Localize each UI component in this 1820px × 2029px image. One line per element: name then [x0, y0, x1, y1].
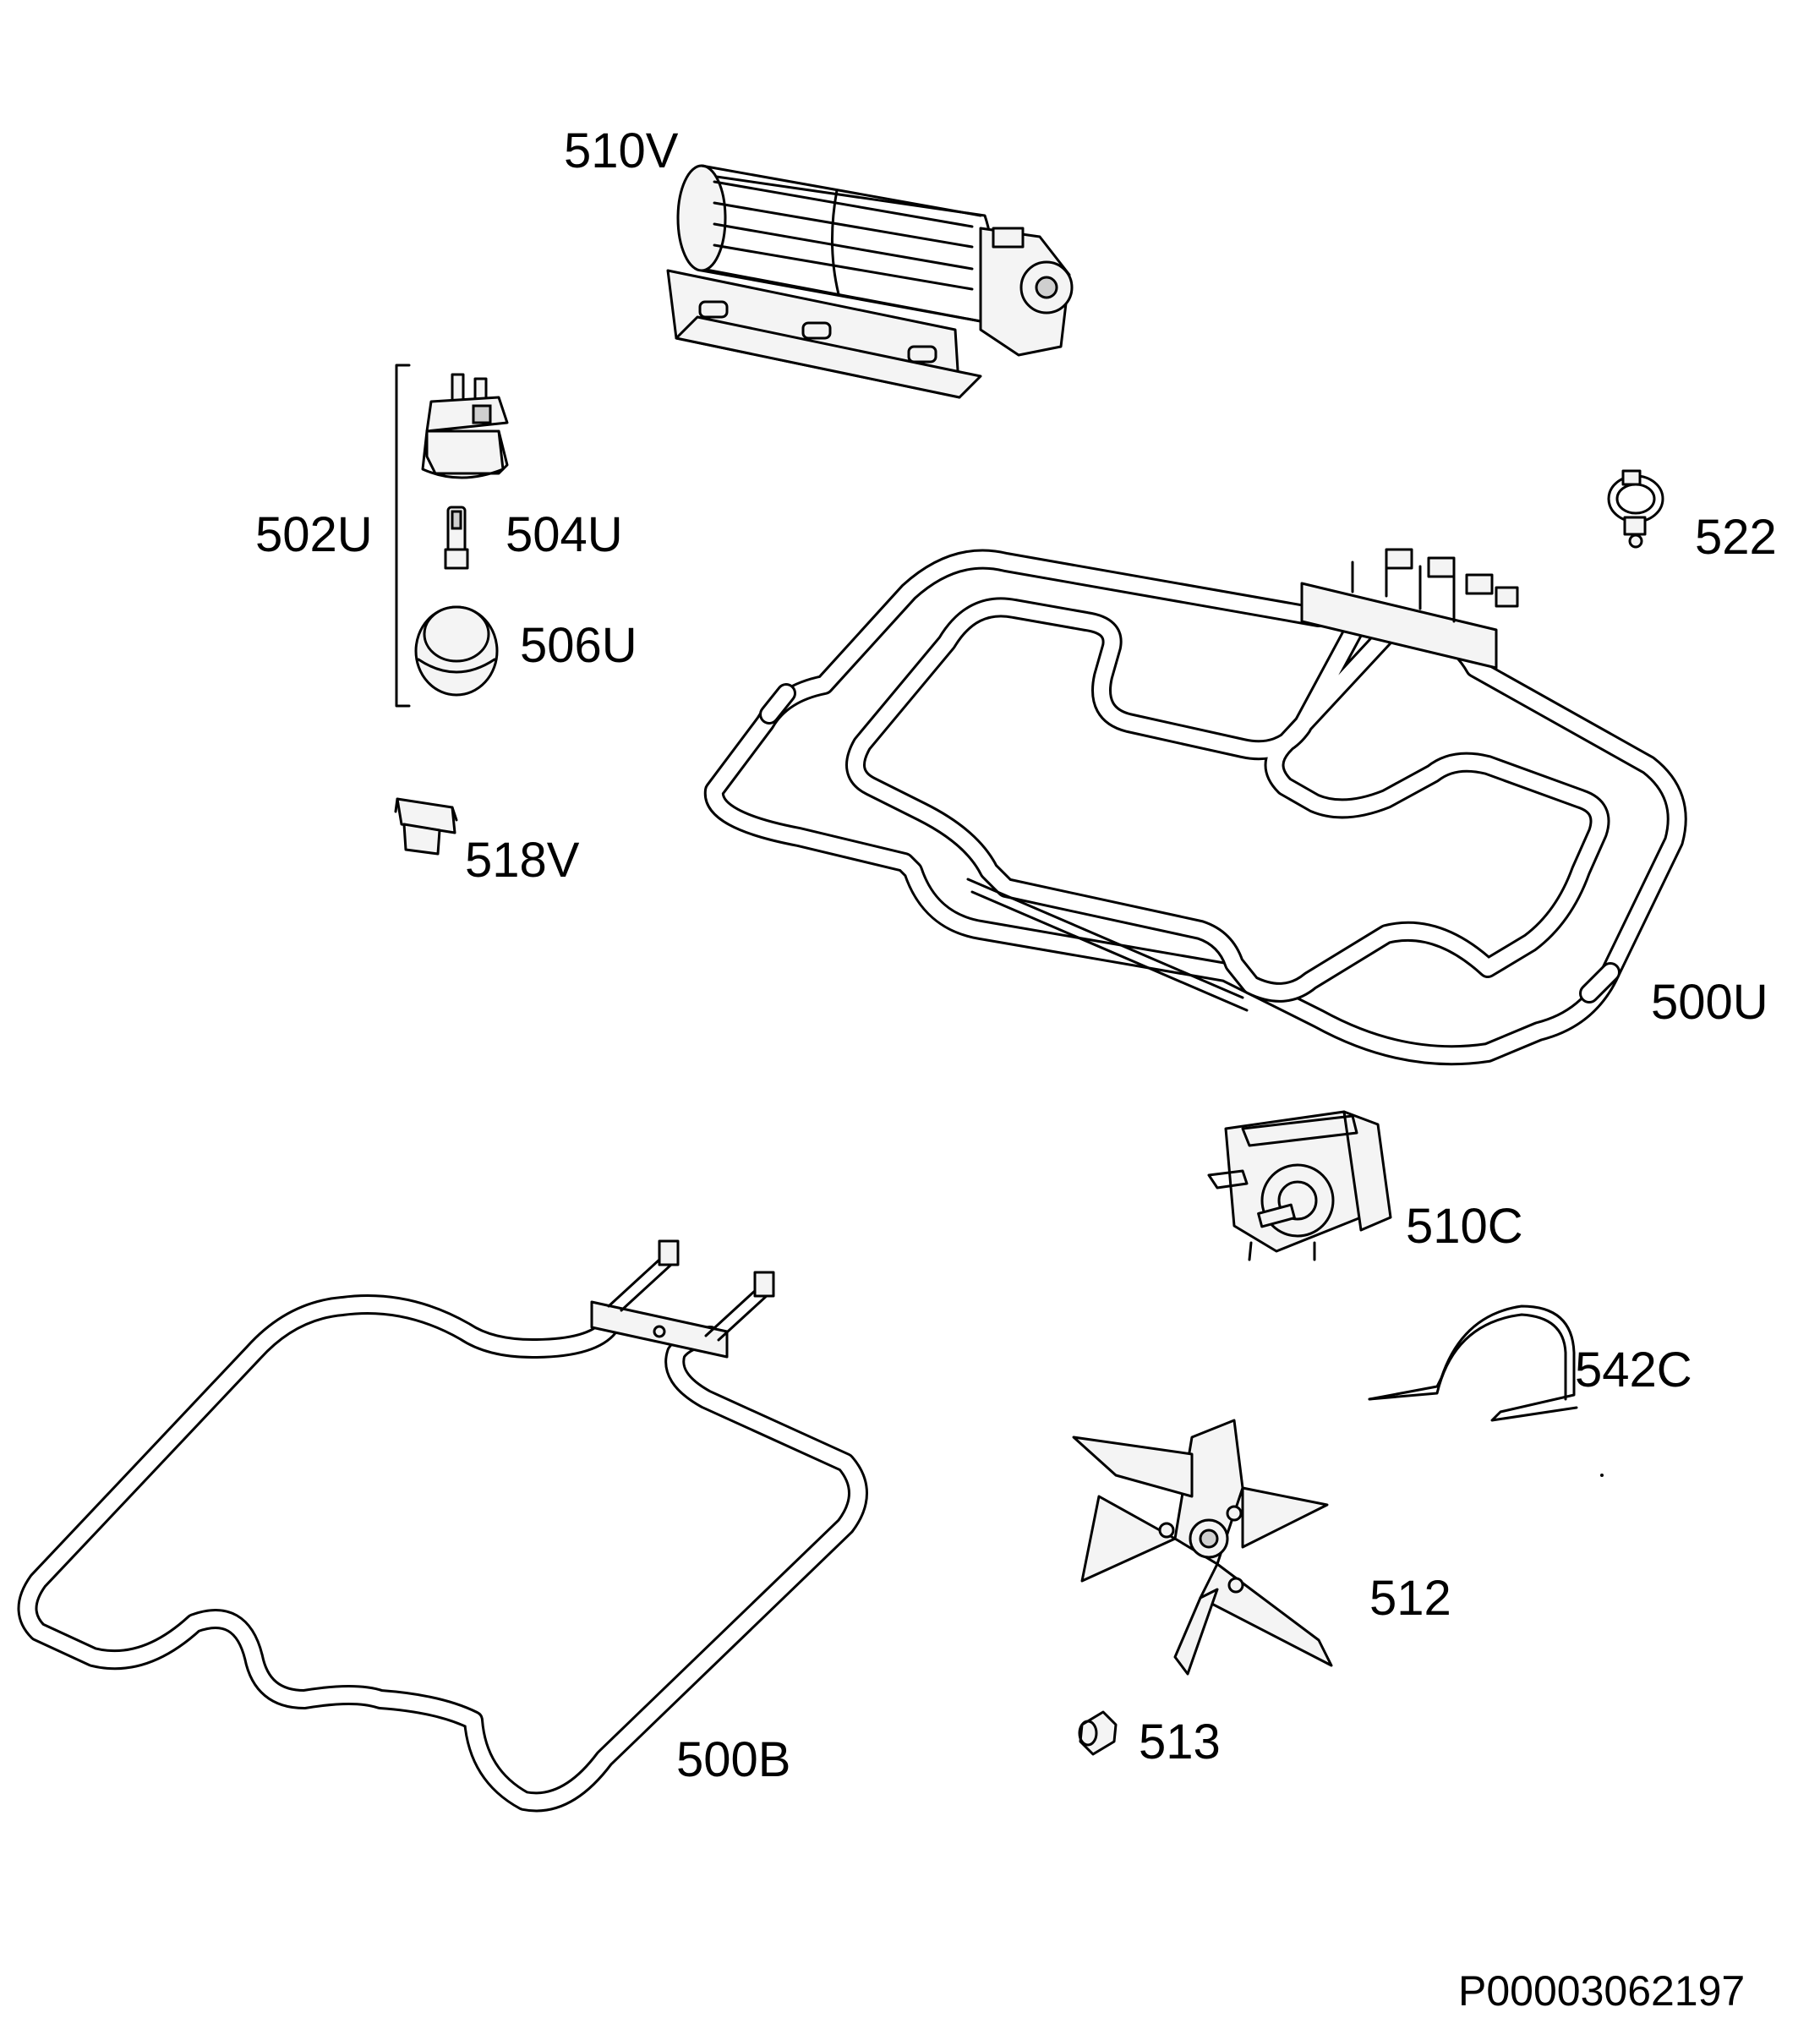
part-label-542c[interactable]: 542C [1575, 1343, 1692, 1397]
part-label-510v[interactable]: 510V [564, 123, 679, 178]
part-label-506u[interactable]: 506U [520, 618, 637, 673]
assembly-bracket [395, 364, 411, 708]
fan-motor-drawing[interactable] [1207, 1110, 1392, 1261]
tangential-fan-drawing[interactable] [666, 164, 1074, 399]
spring-clip-drawing[interactable] [1368, 1304, 1578, 1422]
clip-drawing[interactable] [394, 797, 458, 856]
part-label-513[interactable]: 513 [1139, 1715, 1221, 1769]
stray-dot [1600, 1474, 1604, 1477]
clamp-ring-drawing[interactable] [1607, 469, 1664, 549]
fan-blade-drawing[interactable] [1072, 1419, 1333, 1676]
part-label-500u[interactable]: 500U [1651, 975, 1768, 1030]
part-label-504u[interactable]: 504U [506, 507, 623, 562]
document-id: P00003062197 [1458, 1967, 1745, 2015]
upper-heating-element-drawing[interactable] [703, 548, 1687, 1066]
part-label-518v[interactable]: 518V [465, 833, 580, 888]
part-label-510c[interactable]: 510C [1406, 1199, 1523, 1254]
part-label-512[interactable]: 512 [1369, 1571, 1451, 1626]
lower-heating-element-drawing[interactable] [17, 1239, 868, 1813]
lamp-bulb-drawing[interactable] [444, 506, 469, 570]
part-label-522[interactable]: 522 [1695, 510, 1777, 565]
nut-drawing[interactable] [1078, 1710, 1118, 1756]
lamp-cover-drawing[interactable] [414, 605, 499, 697]
part-label-500b[interactable]: 500B [676, 1732, 790, 1787]
part-label-502u[interactable]: 502U [255, 507, 373, 562]
lamp-holder-drawing[interactable] [421, 373, 509, 479]
